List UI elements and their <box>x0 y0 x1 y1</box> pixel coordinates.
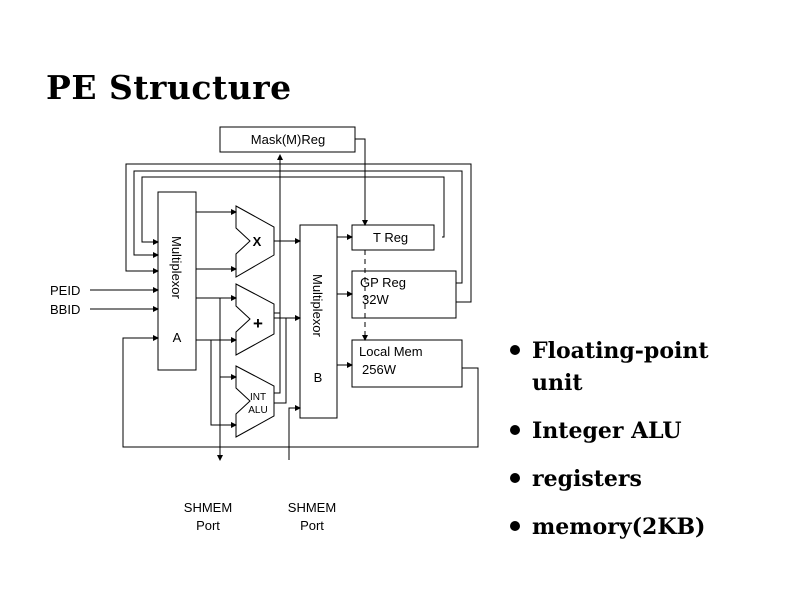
bullet-dot-icon <box>510 473 520 483</box>
multiplexor-a-letter: A <box>173 330 182 345</box>
shmem-port-2-label-2: Port <box>300 518 324 533</box>
multiplexor-a-label: Multiplexor <box>169 236 184 300</box>
local-mem-label-2: 256W <box>362 362 397 377</box>
gp-reg-label-2: 32W <box>362 292 389 307</box>
t-reg-label: T Reg <box>373 230 408 245</box>
multiplexor-a-box <box>157 191 197 371</box>
bullet-item: registers <box>510 463 732 495</box>
shmem-port-1-label-2: Port <box>196 518 220 533</box>
int-alu-label-1: INT <box>250 392 266 403</box>
bullet-item: Floating-point unit <box>510 335 732 399</box>
peid-label: PEID <box>50 283 80 298</box>
local-mem-label-1: Local Mem <box>359 344 423 359</box>
int-alu-label-2: ALU <box>248 405 267 416</box>
adder-unit-shape <box>235 283 275 356</box>
bullet-item: memory(2KB) <box>510 511 732 543</box>
multiplexor-b-letter: B <box>314 370 323 385</box>
multiplier-unit-shape <box>235 205 275 278</box>
gp-reg-label-1: GP Reg <box>360 275 406 290</box>
multiplexor-b-box <box>299 224 338 419</box>
multiplexor-b-label: Multiplexor <box>310 274 325 338</box>
shmem-port-2-label-1: SHMEM <box>288 500 336 515</box>
bullet-item: Integer ALU <box>510 415 732 447</box>
mask-reg-label: Mask(M)Reg <box>251 132 325 147</box>
bullet-dot-icon <box>510 425 520 435</box>
slide-title: PE Structure <box>46 68 292 107</box>
multiplier-label: X <box>253 234 262 249</box>
bbid-label: BBID <box>50 302 80 317</box>
shmem-port-1-label-1: SHMEM <box>184 500 232 515</box>
bullet-dot-icon <box>510 345 520 355</box>
adder-label: + <box>253 314 263 333</box>
bullet-dot-icon <box>510 521 520 531</box>
